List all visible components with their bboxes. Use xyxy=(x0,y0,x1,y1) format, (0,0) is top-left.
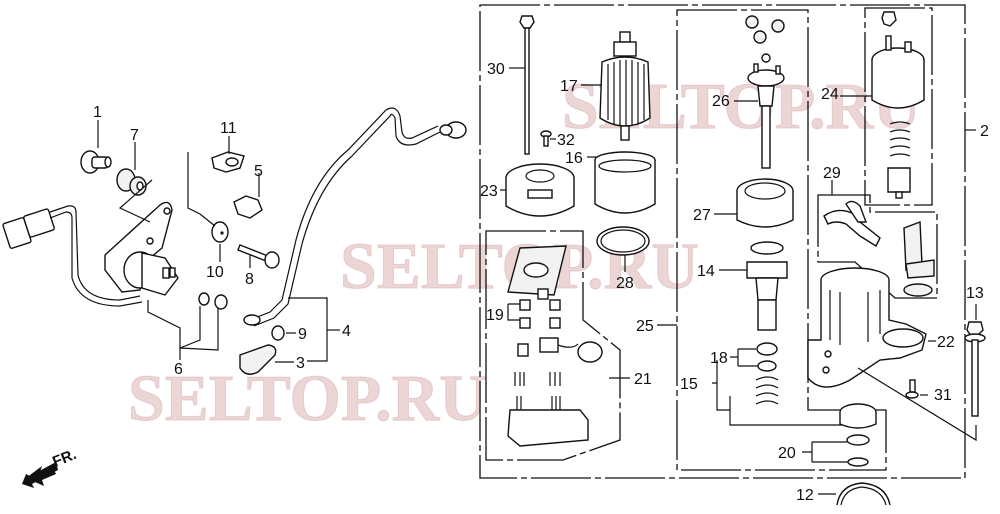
harness-connector xyxy=(2,205,143,307)
cable-clamp-5 xyxy=(233,195,263,219)
stopper xyxy=(756,342,778,356)
stopper-ring xyxy=(757,360,777,372)
callout-labels: 1 2 3 4 5 6 7 8 9 10 11 12 13 14 15 16 1… xyxy=(93,61,989,504)
assembly-frame-2 xyxy=(479,4,966,479)
brush-capacitor xyxy=(577,341,603,363)
callout-29: 29 xyxy=(823,165,841,182)
o-ring-12 xyxy=(836,482,891,506)
watermark-bottom: SELTOP.RU xyxy=(128,362,487,435)
callout-21: 21 xyxy=(634,371,652,388)
callout-10: 10 xyxy=(206,264,224,281)
callout-8: 8 xyxy=(245,271,254,288)
terminal-cap-3 xyxy=(239,344,277,375)
callout-20: 20 xyxy=(778,445,796,462)
callout-5: 5 xyxy=(254,163,263,180)
pinion-gear xyxy=(839,403,877,429)
planet-gear xyxy=(771,19,785,33)
retaining-ring-28 xyxy=(596,226,650,256)
flange-bolt-13 xyxy=(964,321,986,417)
callout-3: 3 xyxy=(296,355,305,372)
brush xyxy=(549,317,561,329)
rubber-mount-7 xyxy=(116,168,147,196)
callout-30: 30 xyxy=(487,61,505,78)
lever-set-29 xyxy=(823,180,935,297)
callout-23: 23 xyxy=(480,183,498,200)
shift-lever xyxy=(823,209,881,248)
cable-terminal-bottom xyxy=(243,314,261,326)
callout-31: 31 xyxy=(934,387,952,404)
flange-bolt-8 xyxy=(237,244,280,269)
callout-28: 28 xyxy=(616,275,634,292)
callout-6: 6 xyxy=(174,361,183,378)
through-bolt-30 xyxy=(519,15,535,155)
solenoid-switch-24 xyxy=(871,35,925,109)
front-label: FR. xyxy=(50,446,79,471)
nut-9 xyxy=(271,325,285,341)
callout-9: 9 xyxy=(298,326,307,343)
callout-19: 19 xyxy=(486,307,504,324)
relay-cluster xyxy=(2,120,280,360)
armature-17 xyxy=(599,31,651,141)
callout-7: 7 xyxy=(130,127,139,144)
front-direction-marker: FR. xyxy=(22,446,79,488)
callout-1: 1 xyxy=(93,104,102,121)
relay-bracket xyxy=(104,201,173,293)
end-cover-23 xyxy=(505,163,575,217)
steel-ball xyxy=(761,53,771,63)
solenoid-nut xyxy=(881,11,897,27)
starter-cable-4 xyxy=(239,107,467,375)
spring xyxy=(755,376,779,405)
ring xyxy=(846,434,870,446)
callout-17: 17 xyxy=(560,78,578,95)
brush xyxy=(519,317,531,329)
callout-14: 14 xyxy=(697,263,715,280)
callout-16: 16 xyxy=(565,150,583,167)
brush-holder-group xyxy=(507,226,650,447)
pinion-shaft-14 xyxy=(746,241,788,331)
callout-12: 12 xyxy=(796,487,814,504)
ring xyxy=(847,457,869,467)
brush xyxy=(549,299,561,311)
callout-11: 11 xyxy=(220,120,237,137)
end-cover-group xyxy=(500,15,656,217)
screw-32 xyxy=(540,130,552,147)
seal-disc xyxy=(903,283,933,297)
relay-washer xyxy=(198,292,210,306)
callout-13: 13 xyxy=(966,285,984,302)
brush-holder-frame-21 xyxy=(485,230,621,461)
callout-27: 27 xyxy=(693,207,711,224)
starter-relay xyxy=(123,251,179,296)
callout-24: 24 xyxy=(821,86,839,103)
grommet-1 xyxy=(80,150,112,174)
planetary-shaft-26 xyxy=(747,63,785,169)
housing-group xyxy=(807,267,986,506)
gear-column xyxy=(657,15,877,467)
callout-15: 15 xyxy=(680,376,698,393)
relay-nut xyxy=(214,294,228,310)
group-frames xyxy=(479,4,966,479)
callout-25: 25 xyxy=(636,318,654,335)
solenoid-group xyxy=(840,11,976,199)
callout-4: 4 xyxy=(342,323,351,340)
plunger xyxy=(887,167,911,193)
washer-10 xyxy=(211,221,229,243)
planet-gear xyxy=(745,15,759,29)
screw-31 xyxy=(905,379,919,399)
callout-18: 18 xyxy=(710,350,728,367)
internal-gear-27 xyxy=(736,178,794,228)
callout-32: 32 xyxy=(557,132,575,149)
housing-22 xyxy=(807,267,927,388)
lever-frame-29 xyxy=(817,194,938,299)
callout-2: 2 xyxy=(980,123,989,140)
planet-gear xyxy=(753,30,767,44)
callout-26: 26 xyxy=(712,93,730,110)
yoke-16 xyxy=(594,151,656,214)
solenoid-frame-24 xyxy=(864,7,933,206)
brush-connector xyxy=(539,337,559,353)
gear-frame-25 xyxy=(676,9,887,471)
callout-22: 22 xyxy=(937,334,955,351)
solenoid-spring xyxy=(889,121,911,157)
brush-holder-base xyxy=(507,409,589,447)
brush xyxy=(519,299,531,311)
